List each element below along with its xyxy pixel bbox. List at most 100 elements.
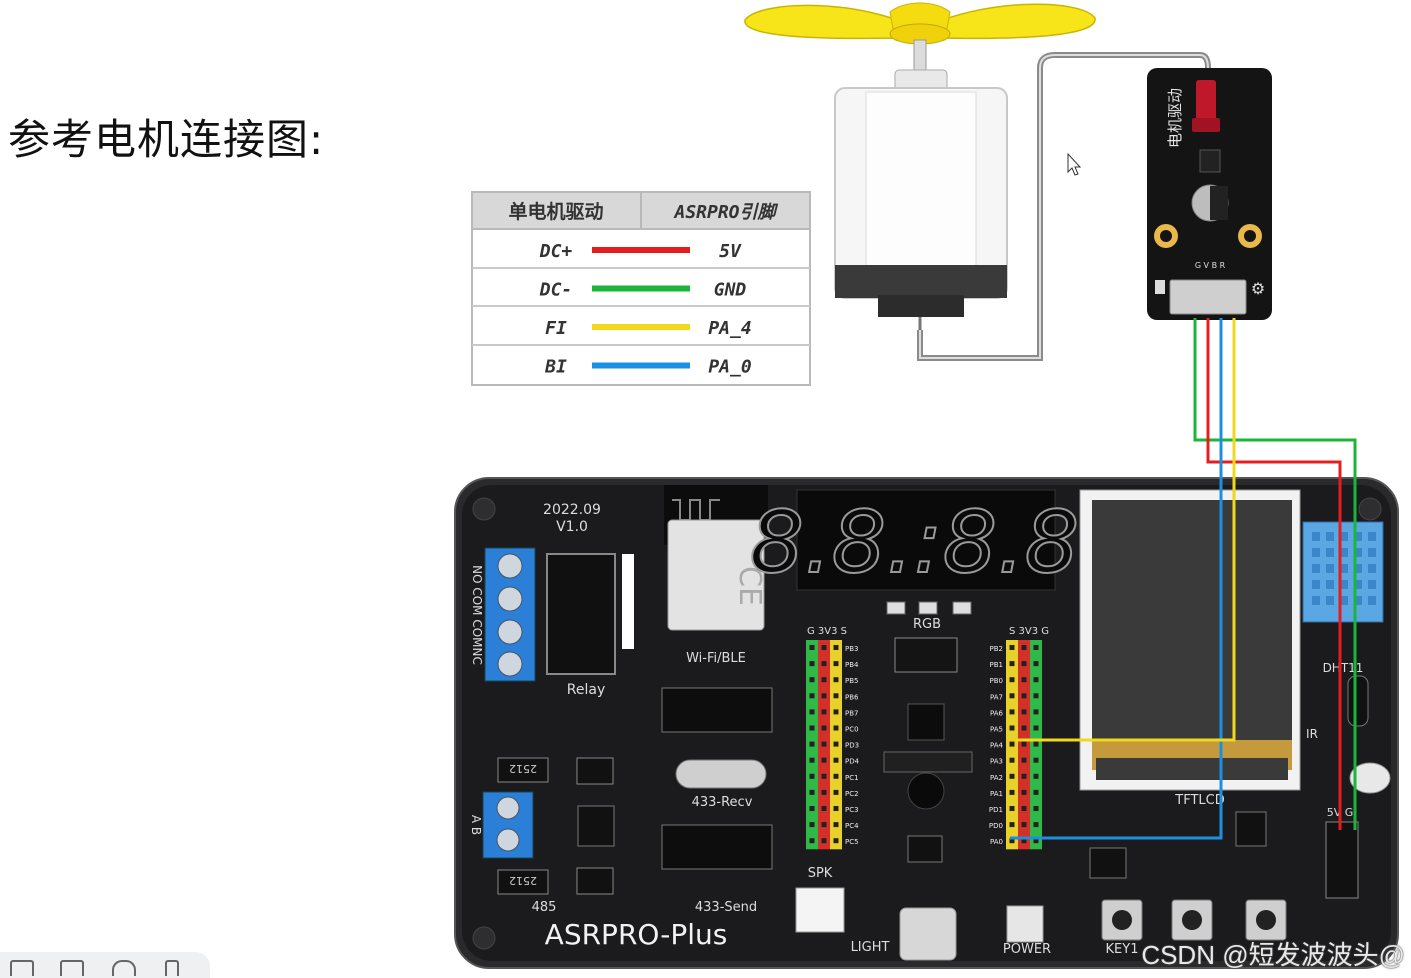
chip-label-2: 2512: [509, 874, 537, 887]
push-button-cap: [1182, 910, 1202, 930]
header-pin: [809, 725, 815, 731]
table-header-pin: ASRPRO引脚: [673, 202, 778, 223]
pin-label: PC0: [845, 726, 859, 734]
table-header-motor: 单电机驱动: [508, 200, 603, 223]
pin-label: PB3: [845, 645, 858, 653]
dht-vent: [1326, 596, 1334, 605]
ir-label: IR: [1306, 727, 1318, 741]
pin-label: PA4: [990, 742, 1004, 750]
gear-icon: ⚙: [1251, 279, 1265, 298]
module-label: 电机驱动: [1166, 88, 1184, 148]
header-pin: [833, 822, 839, 828]
header-pin: [1021, 677, 1027, 683]
433-send-label: 433-Send: [695, 900, 757, 915]
dht-vent: [1354, 596, 1362, 605]
pin-label: PB4: [845, 661, 859, 669]
header-pin: [1021, 806, 1027, 811]
header-pin: [821, 757, 827, 763]
header-pin: [1021, 822, 1027, 828]
header-pin: [1033, 677, 1039, 683]
dht-vent: [1312, 580, 1320, 589]
header-pin: [809, 693, 815, 699]
dht-vent: [1368, 532, 1376, 541]
header-pin: [1021, 838, 1027, 844]
dht11-label: DHT11: [1323, 661, 1364, 675]
header-pin: [809, 709, 815, 715]
header-pin: [1021, 725, 1027, 731]
dht-vent: [1354, 532, 1362, 541]
push-button-cap: [1112, 910, 1132, 930]
wifi-ble-label: Wi-Fi/BLE: [686, 651, 746, 666]
power-label: POWER: [1003, 942, 1051, 957]
dht-vent: [1340, 548, 1348, 557]
header-pin: [833, 661, 839, 667]
header-pin: [1009, 789, 1015, 795]
seven-segment-display: 8.8.:8.8.: [749, 493, 1106, 593]
header-pin: [809, 741, 815, 747]
header-pin: [833, 677, 839, 683]
pin-label: PC2: [845, 790, 859, 798]
header-pin: [821, 709, 827, 715]
header-pin: [809, 822, 815, 828]
header-pin: [1033, 741, 1039, 747]
dht-vent: [1368, 580, 1376, 589]
dht-vent: [1312, 564, 1320, 573]
header-pin: [809, 838, 815, 844]
left-header-label: G 3V3 S: [807, 626, 847, 637]
pin-label: PD4: [845, 758, 860, 766]
header-pin: [809, 757, 815, 763]
wire-blue-pa0: [1010, 318, 1223, 840]
screen-icon[interactable]: [60, 960, 84, 976]
bottom-toolbar-edge: [0, 952, 210, 978]
header-pin: [821, 838, 827, 844]
pin-label: PB5: [845, 677, 858, 685]
terminal-screw: [497, 619, 523, 645]
dht-vent: [1326, 580, 1334, 589]
record-icon[interactable]: [112, 960, 136, 976]
relay-pin-labels: NO COM COMNC: [470, 565, 484, 665]
table-cell-pin: GND: [714, 280, 747, 301]
header-pin: [1021, 773, 1027, 779]
header-pin: [821, 661, 827, 667]
header-pin: [821, 741, 827, 747]
header-pin: [1021, 709, 1027, 715]
header-pin: [833, 693, 839, 699]
dht-vent: [1326, 564, 1334, 573]
header-pin: [1033, 725, 1039, 731]
relay-label: Relay: [567, 682, 605, 698]
header-pin: [809, 661, 815, 667]
header-pin: [1009, 677, 1015, 683]
header-pin: [1033, 838, 1039, 844]
header-pin: [833, 773, 839, 779]
wire-green-gnd: [1193, 318, 1357, 830]
header-pin: [809, 773, 815, 779]
header-pin: [821, 789, 827, 795]
crop-icon[interactable]: [10, 960, 34, 976]
header-pin: [833, 741, 839, 747]
pin-label: PA5: [990, 726, 1003, 734]
table-cell-pin: PA_4: [708, 318, 751, 339]
header-pin: [1009, 661, 1015, 667]
rs485-label: 485: [532, 900, 557, 915]
tftlcd-label: TFTLCD: [1174, 793, 1224, 808]
header-pin: [833, 789, 839, 795]
header-pin: [1009, 806, 1015, 811]
table-cell-pin: 5V: [719, 241, 742, 262]
wire-yellow-pa4: [1016, 318, 1236, 742]
pen-icon[interactable]: [165, 960, 179, 976]
pin-label: PC5: [845, 838, 859, 846]
header-pin: [821, 693, 827, 699]
table-cell-motor: FI: [545, 318, 567, 339]
header-pin: [1033, 693, 1039, 699]
rgb-led: [918, 601, 938, 615]
header-pin: [1033, 773, 1039, 779]
dht-vent: [1354, 564, 1362, 573]
header-pin: [821, 822, 827, 828]
header-pin: [821, 773, 827, 779]
header-pin: [833, 757, 839, 763]
header-pin: [1033, 645, 1039, 650]
pin-label: PB0: [990, 677, 1003, 685]
page-title: 参考电机连接图:: [8, 115, 325, 164]
pin-label: PB6: [845, 693, 859, 701]
